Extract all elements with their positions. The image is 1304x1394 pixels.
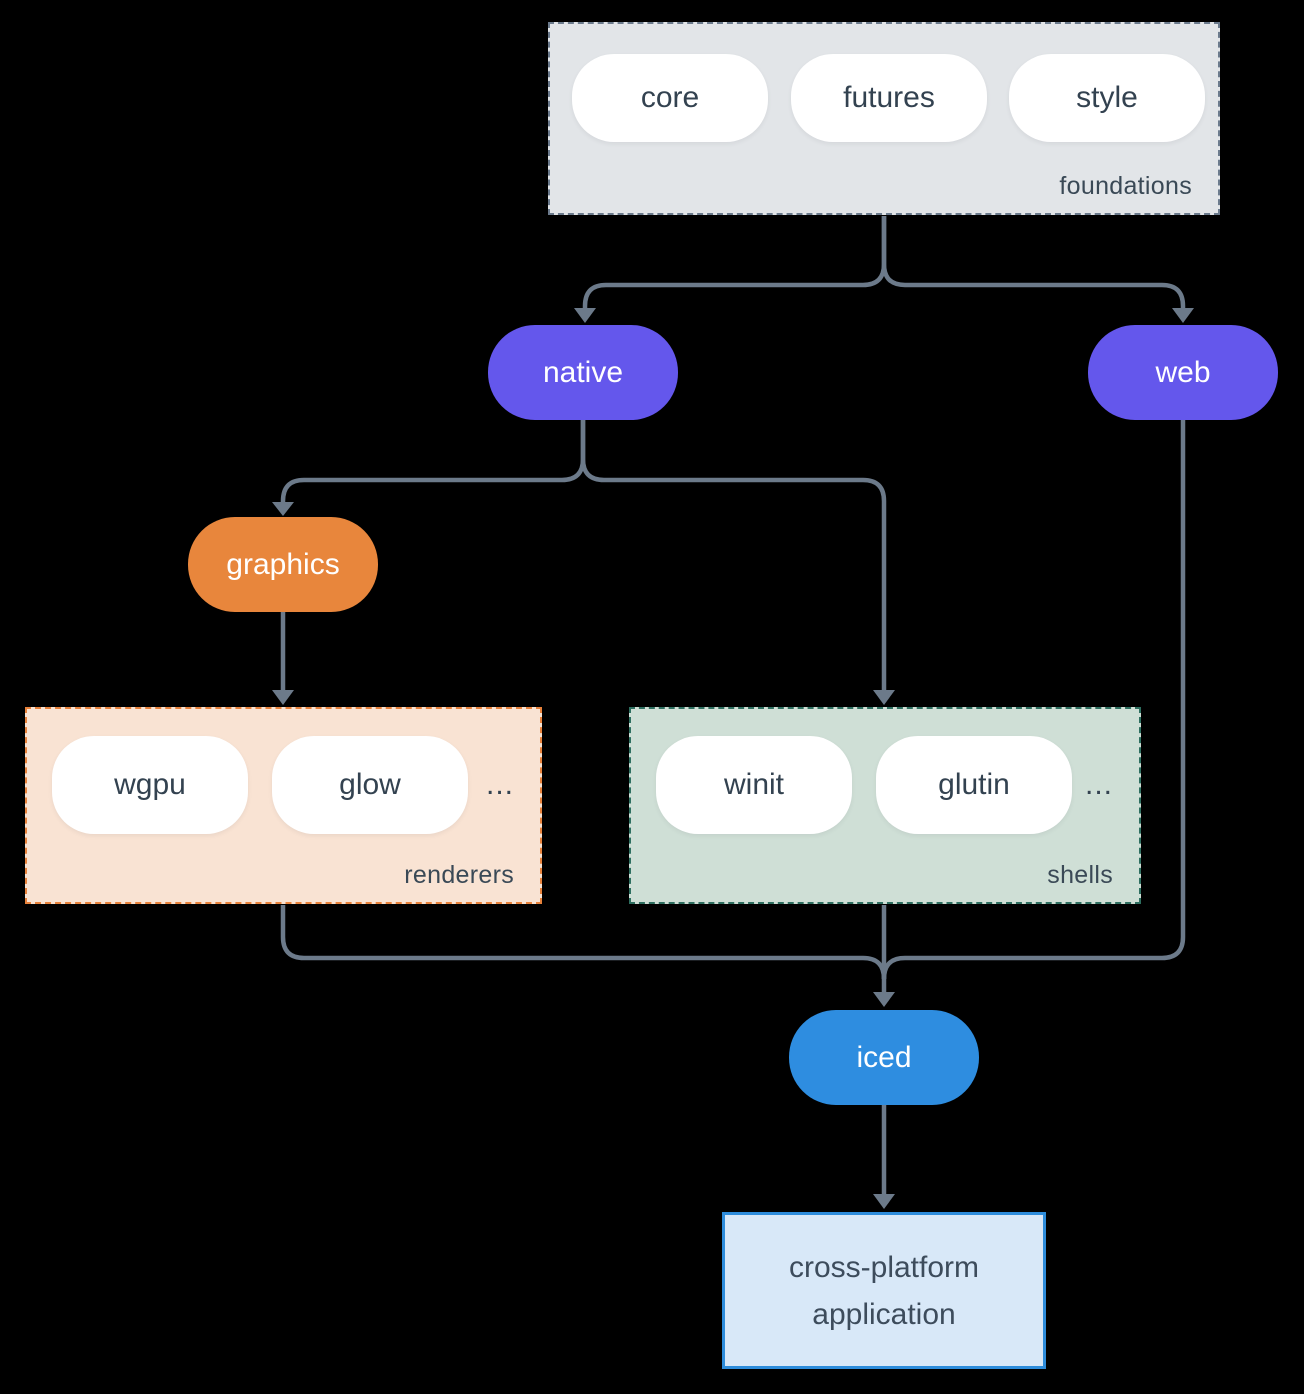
node-web-label: web — [1155, 355, 1211, 389]
node-winit: winit — [656, 736, 852, 834]
node-glow-label: glow — [339, 768, 401, 801]
node-core-label: core — [640, 81, 700, 114]
node-application-label: cross-platform application — [788, 1250, 980, 1331]
group-renderers: wgpu glow ... renderers — [25, 707, 542, 904]
node-style-label: style — [1076, 81, 1138, 114]
arrowhead-web — [1172, 308, 1194, 323]
node-wgpu-label: wgpu — [114, 768, 186, 801]
edge-renderers-iced — [280, 905, 887, 980]
node-application: cross-platform application — [722, 1212, 1046, 1369]
edge-foundations-native — [582, 216, 887, 308]
node-native: native — [488, 325, 678, 420]
node-web: web — [1088, 325, 1278, 420]
renderers-ellipsis: ... — [485, 768, 514, 801]
group-foundations-label: foundations — [1059, 172, 1192, 200]
node-iced-label: iced — [856, 1040, 912, 1074]
arrowhead-iced — [873, 992, 895, 1007]
arrowhead-renderers — [272, 690, 294, 705]
group-shells-label: shells — [1047, 861, 1113, 889]
group-shells: winit glutin ... shells — [629, 707, 1141, 904]
node-native-label: native — [542, 355, 624, 389]
node-futures-label: futures — [843, 81, 935, 114]
shells-ellipsis: ... — [1084, 768, 1113, 801]
node-futures: futures — [791, 54, 987, 142]
arrowhead-graphics — [272, 502, 294, 516]
node-style: style — [1009, 54, 1205, 142]
node-glutin: glutin — [876, 736, 1072, 834]
arrowhead-native — [574, 308, 596, 323]
node-graphics: graphics — [188, 517, 378, 612]
node-core: core — [572, 54, 768, 142]
node-iced: iced — [789, 1010, 979, 1105]
node-graphics-label: graphics — [226, 547, 340, 581]
arrowhead-shells — [873, 690, 895, 705]
node-wgpu: wgpu — [52, 736, 248, 834]
node-winit-label: winit — [723, 768, 784, 801]
group-foundations: core futures style foundations — [548, 22, 1220, 215]
arrowhead-application — [873, 1194, 895, 1209]
edge-foundations-web — [881, 216, 1186, 308]
edge-native-shells — [580, 420, 887, 690]
edge-native-graphics — [280, 420, 586, 502]
node-glow: glow — [272, 736, 468, 834]
node-glutin-label: glutin — [938, 768, 1010, 801]
group-renderers-label: renderers — [404, 861, 514, 889]
